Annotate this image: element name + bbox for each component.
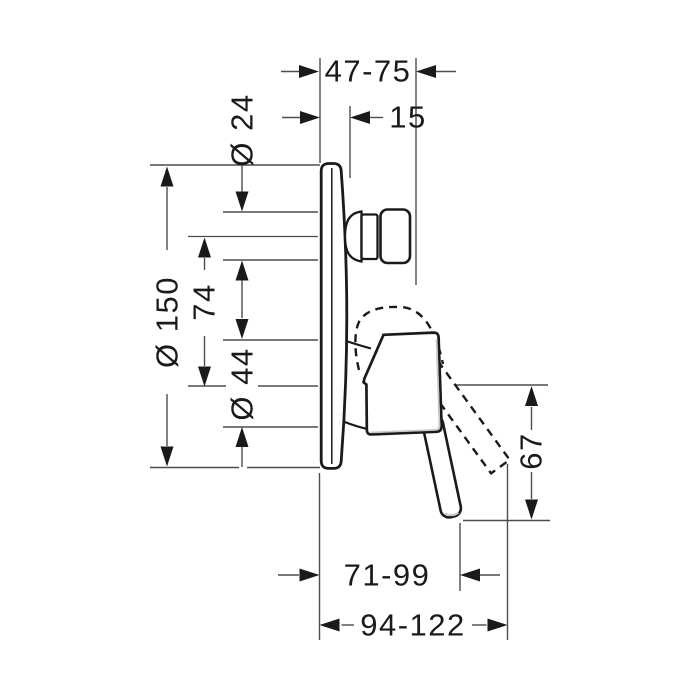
dim-label-knob-diameter: Ø 24 [224,93,260,167]
dim-label-axis-spacing: 74 [186,283,222,321]
handle-body-shadow [370,338,441,434]
lever-open-position-dashed [409,348,512,476]
knob-ring [360,213,379,261]
dimension-arrowheads [160,65,538,632]
dim-label-lever-reach-closed: 71-99 [343,557,431,593]
dim-label-plate-diameter: Ø 150 [149,276,185,368]
dim-label-lever-drop: 67 [513,432,549,470]
knob-cap [379,208,412,265]
dim-label-lever-reach-open: 94-122 [360,607,466,643]
dim-label-depth-range: 47-75 [324,53,412,89]
extension-lines [150,58,550,640]
dim-label-knob-offset: 15 [389,99,427,135]
escutcheon-plate [319,162,349,470]
lever-handle-body [362,331,443,436]
dimension-lines [166,70,533,626]
lever-grip-shadow [444,511,460,517]
dim-label-sleeve-diameter: Ø 44 [224,347,260,421]
handle-swing-arc-dashed [354,305,445,371]
knob-cone [343,210,363,263]
